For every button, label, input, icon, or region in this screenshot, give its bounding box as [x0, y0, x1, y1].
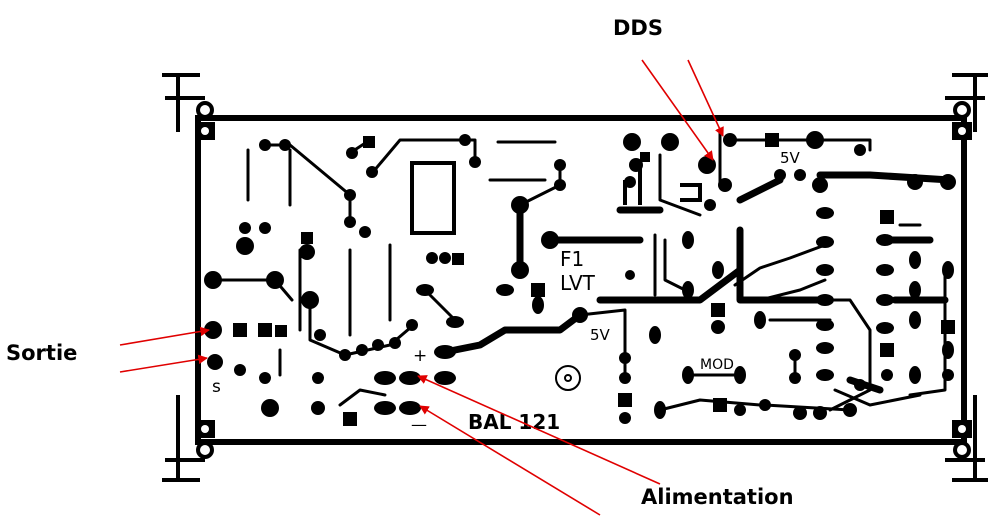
arrow-alim-1	[417, 375, 661, 485]
callout-dds: DDS	[613, 16, 663, 40]
label-mod: MOD	[700, 357, 734, 373]
label-5v-mid: 5V	[590, 326, 611, 344]
component-pads	[204, 131, 956, 426]
board-outline	[195, 115, 967, 445]
callout-arrows	[119, 59, 724, 516]
label-f1: F1	[560, 247, 584, 271]
label-plus: +	[413, 346, 427, 366]
label-lvt: LVT	[560, 271, 596, 295]
label-minus: —	[411, 415, 427, 434]
silkscreen-labels: 5V F1 LVT 5V MOD + — BAL 121 s	[212, 149, 801, 434]
label-5v-top: 5V	[780, 149, 801, 167]
component-outlines	[410, 160, 702, 235]
trimmer-potentiometer	[555, 365, 581, 391]
callout-sortie: Sortie	[6, 341, 78, 365]
arrow-alim-2	[419, 405, 601, 516]
arrow-sortie-1	[119, 326, 210, 346]
mounting-holes	[195, 101, 972, 459]
arrow-dds-1	[641, 59, 714, 161]
corner-brackets	[162, 73, 988, 482]
label-s: s	[212, 377, 221, 397]
callout-alimentation: Alimentation	[641, 485, 794, 509]
arrow-dds-2	[687, 59, 724, 137]
arrow-sortie-2	[119, 354, 208, 373]
label-board-name: BAL 121	[468, 410, 560, 434]
